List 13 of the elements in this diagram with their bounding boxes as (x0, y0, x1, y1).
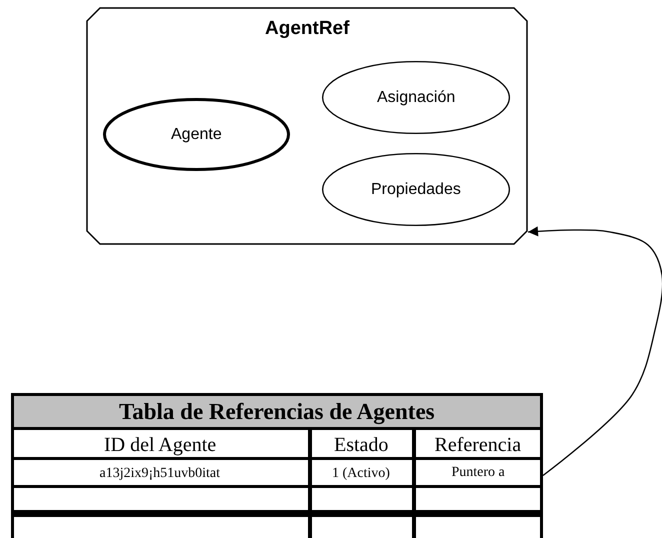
table-cell: a13j2ix9¡h51uvb0itat (100, 466, 220, 480)
table-title: Tabla de Referencias de Agentes (119, 400, 435, 423)
ellipse-label: Asignación (377, 90, 456, 106)
table-cell: 1 (Activo) (332, 466, 390, 480)
table-cell: ID del Agente (104, 434, 216, 454)
table-cell: Puntero a (452, 466, 505, 480)
table-cell: Referencia (434, 434, 522, 454)
ellipse-label: Propiedades (371, 182, 461, 198)
ellipse-label: Agente (171, 126, 222, 142)
table-cell: Estado (334, 434, 388, 454)
class-box (86, 7, 528, 245)
curved-arrow (528, 226, 662, 476)
box-title: AgentRef (265, 19, 350, 38)
